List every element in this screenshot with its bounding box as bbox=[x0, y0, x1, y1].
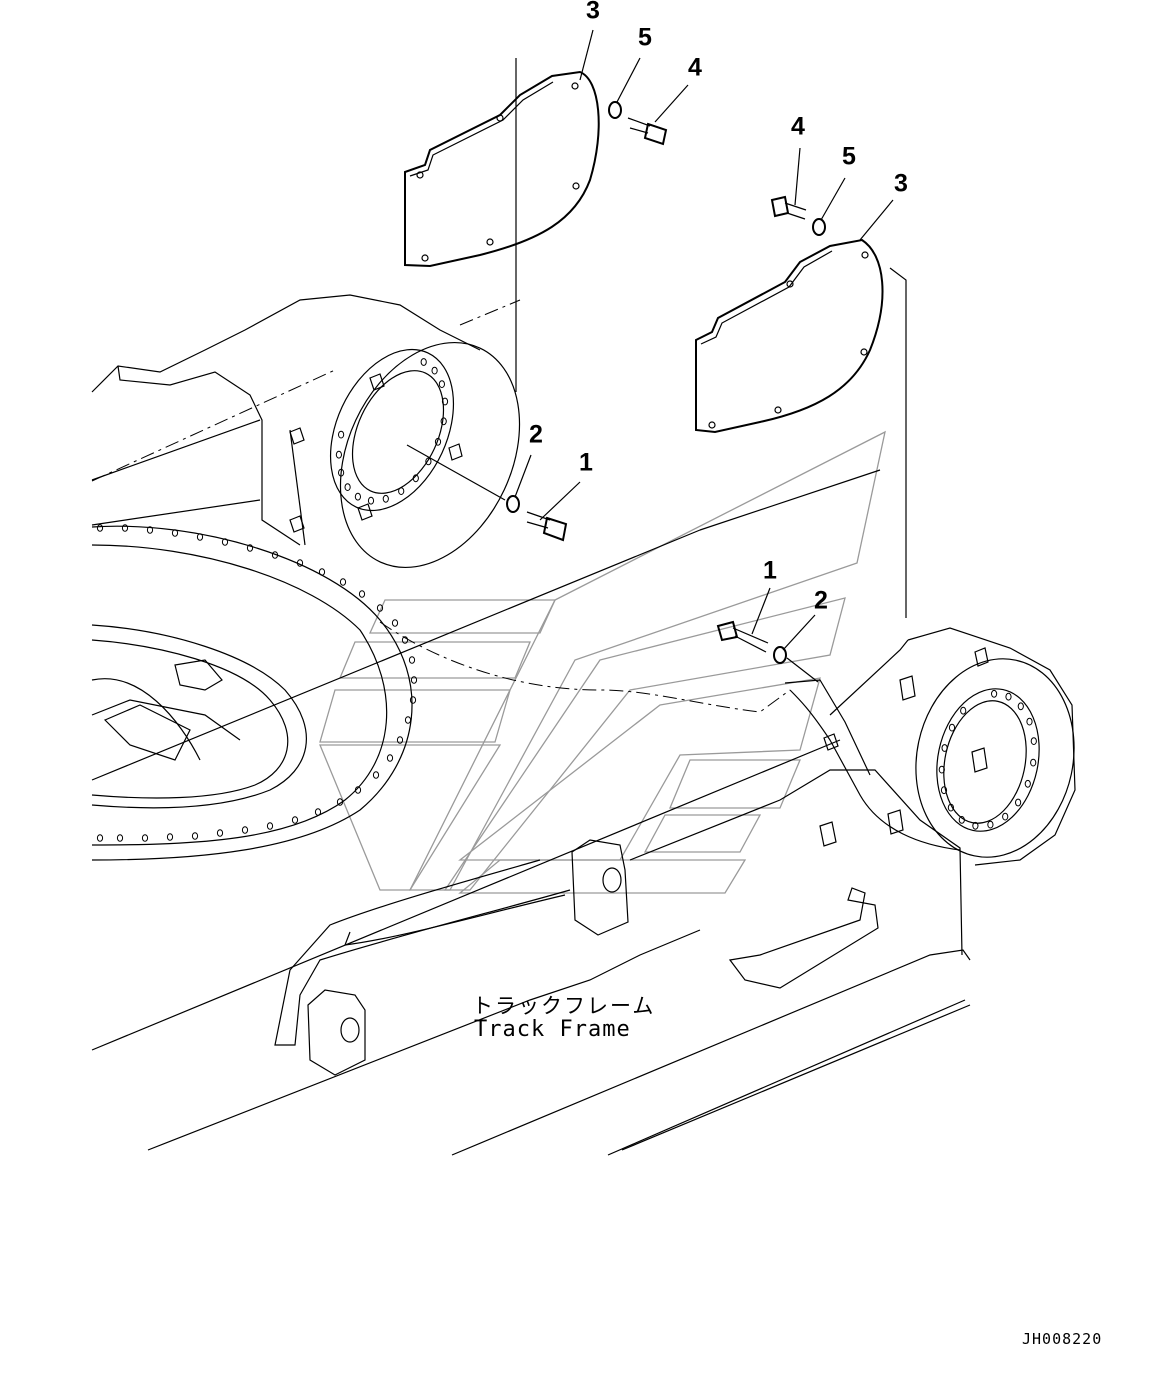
bolt-hole bbox=[196, 533, 204, 541]
washer-2-lower bbox=[773, 646, 787, 664]
drawing-code: JH008220 bbox=[1022, 1330, 1103, 1348]
bolt-hole bbox=[318, 568, 326, 576]
bolt-hole bbox=[221, 538, 229, 546]
bolt-hole bbox=[338, 430, 345, 439]
bolt-hole bbox=[1017, 702, 1024, 711]
callout-5-right-washer: 5 bbox=[842, 142, 856, 171]
bolt-hole bbox=[291, 816, 299, 824]
bolt-hole bbox=[434, 437, 442, 446]
bolt-hole bbox=[1005, 692, 1012, 701]
bolt-hole bbox=[354, 492, 361, 501]
bolt-hole bbox=[116, 834, 124, 842]
bolt-hole bbox=[1002, 812, 1009, 821]
track-frame-label-en: Track Frame bbox=[474, 1017, 631, 1042]
bolt-hole bbox=[358, 590, 366, 598]
bolt-hole bbox=[409, 696, 417, 704]
bolt-hole bbox=[431, 366, 438, 375]
callout-3-left-cover: 3 bbox=[586, 0, 600, 25]
bolt-hole bbox=[420, 358, 427, 366]
bolt-hole bbox=[96, 524, 104, 532]
bolt-hole bbox=[141, 834, 149, 842]
washer-5-upper bbox=[608, 101, 622, 119]
bolt-4-right bbox=[770, 195, 807, 220]
bolt-hole bbox=[938, 765, 945, 774]
bolt-hole bbox=[401, 636, 409, 644]
bolt-hole bbox=[1030, 758, 1037, 767]
bolt-hole bbox=[246, 544, 254, 552]
bolt-hole bbox=[412, 474, 419, 483]
bolt-hole bbox=[1024, 779, 1031, 788]
bolt-hole bbox=[166, 833, 174, 841]
bolt-1-lower bbox=[716, 620, 769, 653]
bolt-hole bbox=[941, 744, 948, 752]
bolt-hole bbox=[344, 483, 351, 492]
cover-plate-right bbox=[695, 238, 884, 434]
bolt-hole bbox=[191, 832, 199, 840]
washer-5-right bbox=[812, 218, 826, 236]
bolt-hole bbox=[271, 551, 279, 559]
bolt-hole bbox=[391, 619, 399, 627]
bolt-hole bbox=[339, 578, 347, 586]
bolt-hole bbox=[336, 798, 344, 806]
bolt-hole bbox=[376, 604, 384, 612]
bolt-4-upper bbox=[627, 117, 668, 146]
callout-1-upper-bolt: 1 bbox=[579, 448, 593, 477]
bolt-hole bbox=[441, 397, 449, 406]
callout-4-right-bolt: 4 bbox=[791, 112, 805, 141]
callout-4-upper-bolt: 4 bbox=[688, 53, 702, 82]
bolt-hole bbox=[372, 771, 380, 779]
callout-5-upper-washer: 5 bbox=[638, 23, 652, 52]
bolt-hole bbox=[121, 524, 129, 532]
bolt-1-upper bbox=[526, 511, 568, 542]
bolt-hole bbox=[972, 821, 979, 830]
bolt-hole bbox=[958, 816, 965, 824]
bolt-hole bbox=[1015, 798, 1022, 807]
bolt-hole bbox=[440, 417, 447, 426]
bolt-hole bbox=[396, 736, 404, 744]
bolt-hole bbox=[241, 826, 249, 834]
callout-2-upper-washer: 2 bbox=[529, 420, 543, 449]
bolt-hole bbox=[314, 808, 322, 816]
bolt-hole bbox=[948, 723, 956, 732]
leader-lines bbox=[514, 29, 894, 651]
bolt-hole bbox=[367, 496, 375, 505]
bolt-hole bbox=[335, 450, 342, 459]
bolt-hole bbox=[354, 786, 362, 794]
bolt-hole bbox=[404, 716, 412, 724]
washer-2-upper bbox=[506, 495, 520, 513]
bolt-hole bbox=[171, 529, 179, 537]
bolt-hole bbox=[940, 786, 948, 795]
bolt-hole bbox=[438, 380, 445, 389]
bolt-hole bbox=[146, 526, 154, 534]
bolt-hole bbox=[408, 656, 416, 664]
track-frame-body bbox=[91, 294, 1076, 1156]
bolt-hole bbox=[410, 676, 418, 684]
bolt-hole bbox=[216, 829, 224, 837]
callout-3-right-cover: 3 bbox=[894, 169, 908, 198]
watermark-logo bbox=[319, 430, 886, 894]
bolt-hole bbox=[960, 706, 967, 715]
bolt-holes bbox=[96, 358, 1037, 842]
bolt-hole bbox=[266, 822, 274, 830]
bolt-hole bbox=[398, 487, 405, 496]
bolt-hole bbox=[425, 457, 432, 466]
bolt-hole bbox=[1026, 717, 1033, 726]
bolt-hole bbox=[947, 803, 955, 812]
bolt-hole bbox=[382, 494, 389, 503]
bolt-hole bbox=[96, 834, 104, 842]
cover-plate-left bbox=[404, 70, 600, 268]
bolt-hole bbox=[338, 468, 345, 477]
bolt-hole bbox=[987, 820, 994, 829]
callout-2-lower-washer: 2 bbox=[814, 586, 828, 615]
alignment-lines bbox=[406, 58, 907, 683]
bolt-hole bbox=[386, 754, 394, 762]
bolt-hole bbox=[296, 559, 304, 567]
bolt-hole bbox=[1030, 737, 1037, 745]
track-frame-label-jp: トラックフレーム bbox=[472, 994, 656, 1018]
bolt-hole bbox=[991, 689, 998, 698]
callout-1-lower-bolt: 1 bbox=[763, 556, 777, 585]
